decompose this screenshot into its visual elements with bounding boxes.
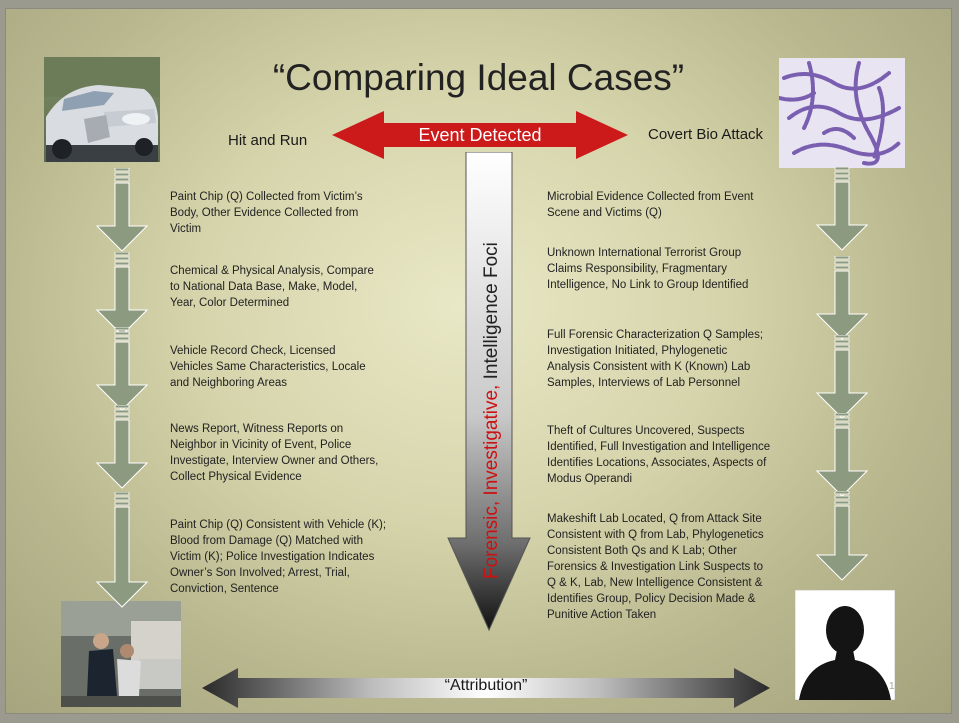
left-step-3: Vehicle Record Check, Licensed Vehicles … <box>170 345 366 389</box>
bacteria-micrograph <box>779 58 905 168</box>
right-step-3: Full Forensic Characterization Q Samples… <box>547 329 764 389</box>
left-step-2: Chemical & Physical Analysis, Compare to… <box>170 265 374 309</box>
police-arrest-photo <box>61 601 181 707</box>
left-step-1: Paint Chip (Q) Collected from Victim’s B… <box>170 191 363 235</box>
foci-label: Forensic, Investigative, Intelligence Fo… <box>481 242 502 579</box>
right-case-label: Covert Bio Attack <box>648 126 764 143</box>
right-step-2: Unknown International Terrorist Group Cl… <box>547 247 749 291</box>
slide-title: “Comparing Ideal Cases” <box>272 57 685 98</box>
right-step-5: Makeshift Lab Located, Q from Attack Sit… <box>547 513 764 621</box>
event-detected-label: Event Detected <box>418 125 542 145</box>
right-step-arrow <box>816 491 868 581</box>
left-step-arrow <box>96 492 148 608</box>
right-step-arrow <box>816 413 868 497</box>
left-step-arrow <box>96 327 148 411</box>
right-step-1: Microbial Evidence Collected from Event … <box>547 191 754 219</box>
event-detected-arrow <box>332 111 628 159</box>
right-step-arrow <box>816 256 868 340</box>
left-step-arrow <box>96 168 148 252</box>
right-step-4: Theft of Cultures Uncovered, Suspects Id… <box>547 425 771 485</box>
page-number: 18 <box>889 681 901 692</box>
foci-down-arrow <box>447 152 531 632</box>
slide: “Comparing Ideal Cases” <box>6 9 951 713</box>
right-step-arrow <box>816 335 868 419</box>
investigative-text: , Investigative, <box>481 379 502 506</box>
intelligence-foci-text: Intelligence Foci <box>481 242 502 379</box>
svg-text:Forensic, Investigative, Intel: Forensic, Investigative, Intelligence Fo… <box>481 242 502 579</box>
left-step-5: Paint Chip (Q) Consistent with Vehicle (… <box>170 519 387 595</box>
silhouette-portrait <box>795 590 895 700</box>
forensic-text: Forensic <box>481 506 502 579</box>
right-step-arrow <box>816 167 868 251</box>
damaged-car-photo <box>44 57 160 162</box>
left-case-label: Hit and Run <box>228 132 308 149</box>
left-step-4: News Report, Witness Reports on Neighbor… <box>170 423 379 483</box>
left-step-arrow <box>96 252 148 336</box>
attribution-label: “Attribution” <box>444 677 528 694</box>
attribution-arrow <box>202 668 770 708</box>
left-step-arrow <box>96 405 148 489</box>
